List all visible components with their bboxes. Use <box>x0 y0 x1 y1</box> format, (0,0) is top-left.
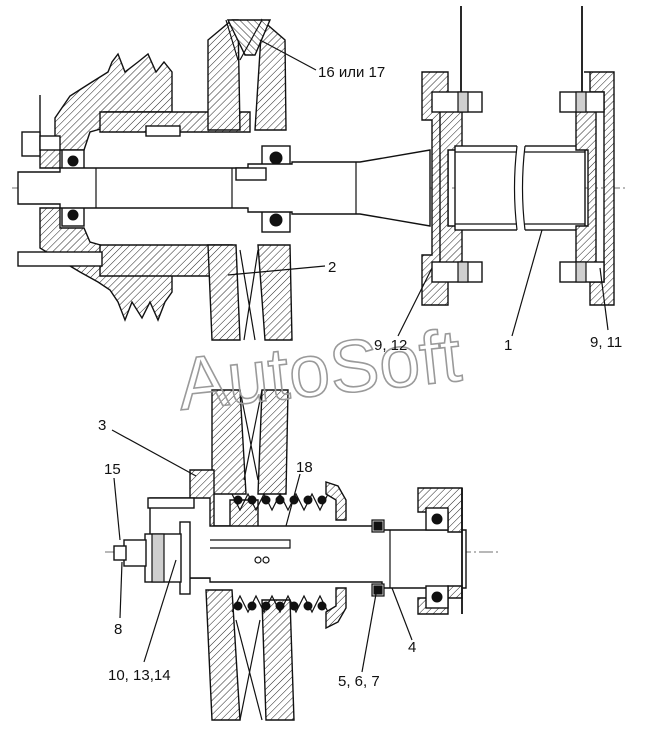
v-groove-lower <box>239 249 259 341</box>
coupling-flange-right <box>575 109 597 269</box>
variator-disc-right-lower <box>257 244 293 341</box>
coupling-bolt-bot-left <box>431 261 483 283</box>
variator-disc-left-lower <box>207 244 241 341</box>
label-4: 4 <box>408 639 416 656</box>
lower-v-groove-upper <box>239 389 263 481</box>
lower-v-groove-lower <box>235 619 263 721</box>
spring-cup-upper <box>325 481 347 521</box>
tube-break-right <box>521 145 526 231</box>
tube-break-left <box>513 145 518 231</box>
coupling-nut-top-right <box>575 91 587 113</box>
label-18: 18 <box>296 459 313 476</box>
lower-shaft-groove <box>210 539 291 549</box>
pin-hole-a <box>254 556 262 564</box>
leader-3 <box>111 429 197 477</box>
coupling-bolt-top-left <box>431 91 483 113</box>
leader-9-12 <box>397 267 433 337</box>
lower-sheave-right-lower <box>261 599 295 721</box>
bolt-head <box>21 131 41 157</box>
end-nut-flats <box>151 533 165 583</box>
leader-lines <box>111 39 609 673</box>
label-10-13-14: 10, 13,14 <box>108 667 171 684</box>
label-5-6-7: 5, 6, 7 <box>338 673 380 690</box>
leader-15 <box>113 477 121 541</box>
leader-5-6-7 <box>361 593 377 673</box>
label-3: 3 <box>98 417 106 434</box>
left-housing <box>39 52 173 169</box>
bearing-ball-right-upper <box>269 151 283 165</box>
upper-assembly <box>12 6 625 341</box>
spring-cup-lower <box>325 587 347 630</box>
leader-16-17 <box>259 39 317 71</box>
pin-hole-b <box>262 556 270 564</box>
coupling-nut-bot-left <box>457 261 469 283</box>
coupling-nut-top-left <box>457 91 469 113</box>
bearing-ball-left-lower <box>67 209 79 221</box>
leader-2 <box>227 265 326 276</box>
variator-disc-right-upper <box>254 18 287 131</box>
coupling-nut-bot-right <box>575 261 587 283</box>
label-2: 2 <box>328 259 336 276</box>
leader-8 <box>119 561 123 619</box>
variator-disc-left-upper <box>207 19 241 131</box>
leader-18 <box>285 473 301 527</box>
label-8: 8 <box>114 621 122 638</box>
spring-coils-upper <box>231 492 329 512</box>
lower-bearing-ball-top <box>431 513 443 525</box>
lower-sheave-right-upper <box>257 389 289 495</box>
v-groove-upper <box>225 19 263 61</box>
part-labels: 16 или 17 2 9, 12 1 9, 11 3 15 18 8 10, … <box>98 64 622 690</box>
axle-stub <box>17 251 103 267</box>
belt-cross-upper <box>226 19 272 56</box>
lower-assembly <box>105 389 500 721</box>
lower-sheave-left-upper <box>211 389 247 495</box>
bolt-shank <box>39 135 61 151</box>
side-pin <box>147 497 195 509</box>
washer-upper <box>373 521 383 531</box>
leader-10-13-14 <box>143 559 177 663</box>
key-slot <box>145 125 181 137</box>
bearing-ball-left-upper <box>67 155 79 167</box>
lower-shaft <box>149 497 467 589</box>
grease-fitting <box>113 545 127 561</box>
label-1: 1 <box>504 337 512 354</box>
spring-lower <box>233 601 327 611</box>
spacer-sleeve <box>235 167 267 181</box>
label-16-17: 16 или 17 <box>318 64 385 81</box>
lower-bearing-ball-bot <box>431 591 443 603</box>
washer-lower <box>373 585 383 595</box>
label-9-11: 9, 11 <box>590 334 622 351</box>
leader-9-11 <box>599 267 609 331</box>
tube-break-gap <box>517 140 525 236</box>
leader-4 <box>391 587 413 641</box>
lower-sheave-left-lower <box>205 589 241 721</box>
label-9-12: 9, 12 <box>374 337 407 354</box>
spring-coils-lower <box>231 594 329 614</box>
label-15: 15 <box>104 461 121 478</box>
end-bolt <box>123 539 147 567</box>
bearing-ball-right-lower <box>269 213 283 227</box>
leader-1 <box>511 229 543 337</box>
